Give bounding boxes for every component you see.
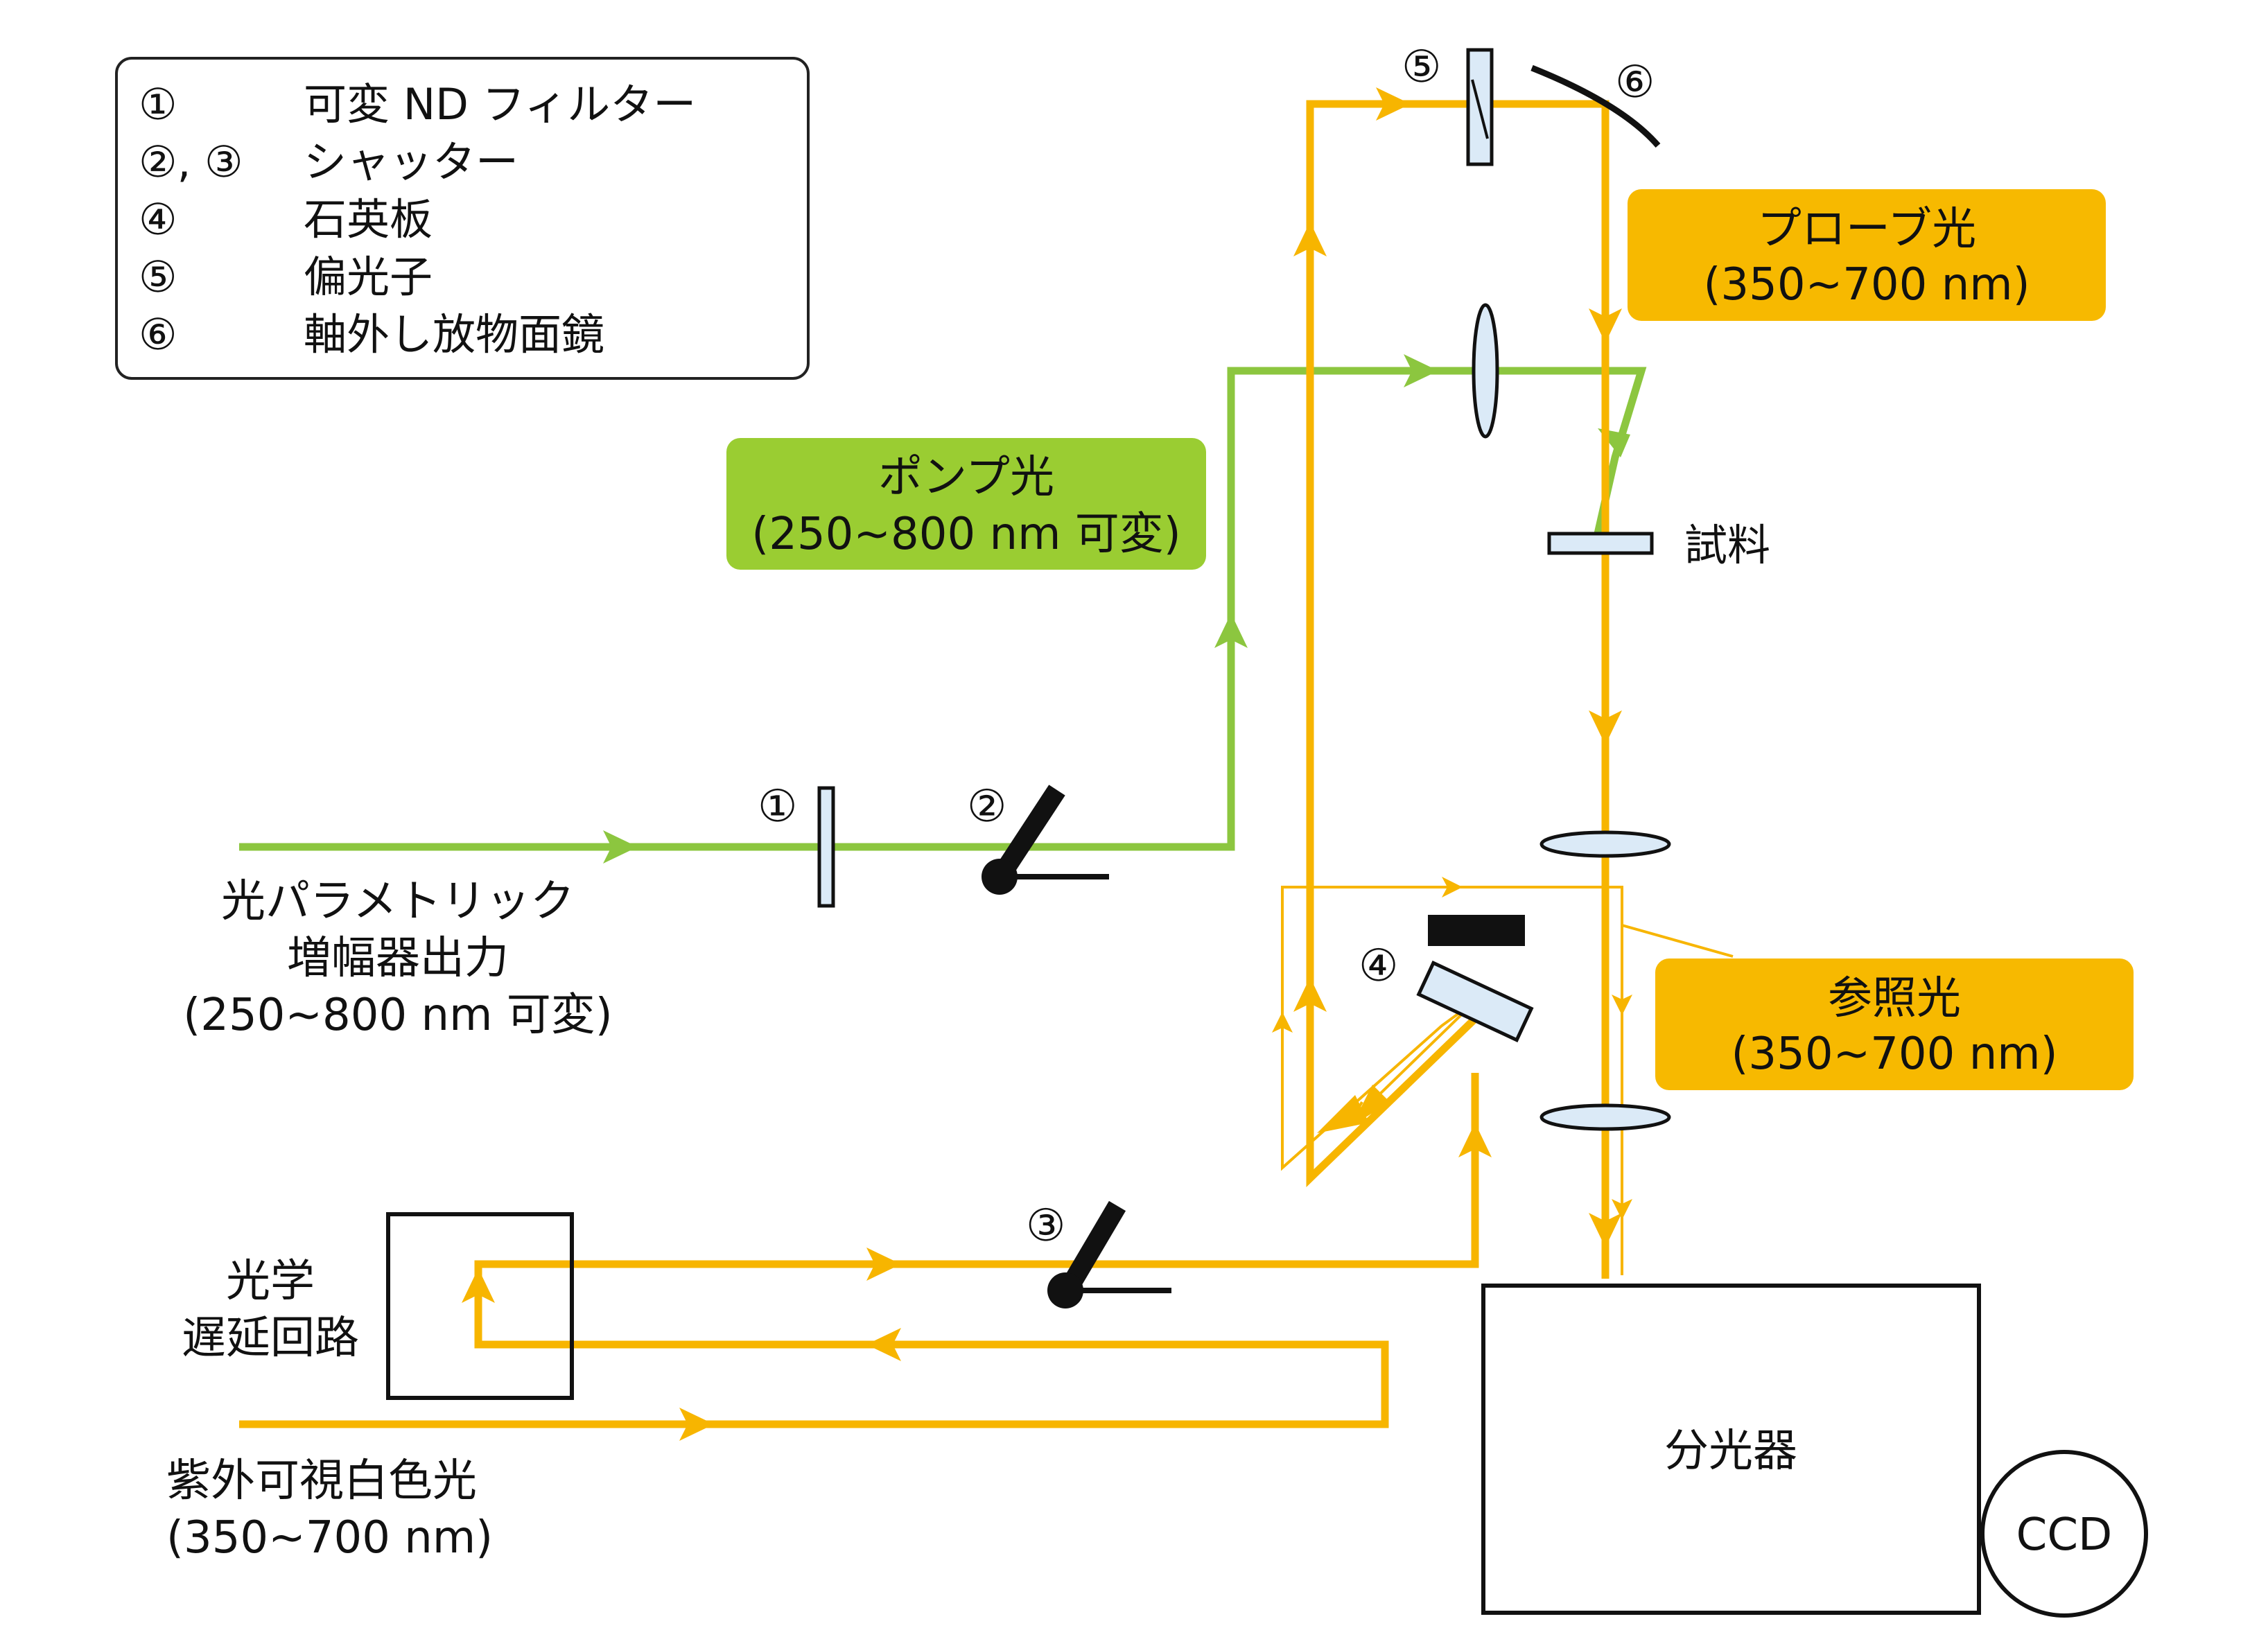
sample-label: 試料 [1684,520,1770,570]
pump-arrows [603,354,1630,864]
up-arrow-lower [1293,977,1327,1012]
legend-num-1: ① [139,79,177,130]
pump-arrow-1 [603,830,638,864]
legend: ① 可変 ND フィルター ②, ③ シャッター ④ 石英板 ⑤ 偏光子 ⑥ 軸… [115,57,810,380]
pump-label-box: ポンプ光 (250~800 nm 可変) [726,438,1206,570]
legend-num-5: ⑥ [139,309,177,360]
delay-arrow-out [866,1328,901,1361]
legend-text-2: シャッター [304,137,518,187]
opa-label-line2: 増幅器出力 [287,933,509,984]
probe-lens-2 [1539,1103,1671,1131]
reference-arrows [1272,877,1632,1220]
ccd-detector [1980,1450,2148,1618]
pump-arrow-2 [1214,613,1248,648]
pump-lens [1472,303,1499,439]
shutter-2 [982,785,1109,895]
reference-label-line1: 参照光 [1828,973,1961,1024]
legend-text-3: 石英板 [304,194,433,245]
probe-label-line2: (350~700 nm) [1703,259,2030,310]
probe-beam [239,100,1610,1428]
beam-block [1428,915,1525,946]
legend-num-3: ④ [139,194,177,245]
shutter-3 [1047,1200,1171,1308]
spectrometer-label: 分光器 [1664,1426,1797,1477]
marker-5: ⑤ [1402,42,1441,93]
marker-6: ⑥ [1615,57,1655,108]
legend-text-4: 偏光子 [304,252,433,302]
opa-label-line3: (250~800 nm 可変) [183,990,612,1041]
to-quartz-arrow [1458,1123,1492,1157]
probe-label-line1: プローブ光 [1757,204,1976,255]
probe-label-box: プローブ光 (350~700 nm) [1628,189,2106,321]
probe-down-arrow-3 [1589,1213,1622,1248]
probe-down-arrow-1 [1589,308,1622,343]
optical-delay-line [386,1212,574,1400]
pump-arrow-3 [1404,354,1438,387]
reference-leader [1621,924,1734,958]
legend-num-2: ②, ③ [139,137,243,187]
white-light-label-line2: (350~700 nm) [166,1512,493,1564]
delay-label-line1: 光学 [226,1256,315,1307]
delay-arrow-up [462,1268,495,1303]
legend-text-1: 可変 ND フィルター [304,79,696,130]
probe-lens-1 [1539,830,1671,858]
probe-down-arrow-2 [1589,710,1622,745]
opa-label-line1: 光パラメトリック [221,876,575,927]
legend-num-4: ⑤ [139,252,177,302]
ccd-label: CCD [2016,1509,2113,1561]
parabolic-mirror [1530,64,1661,148]
pump-label-line2: (250~800 nm 可変) [751,509,1180,560]
marker-2: ② [967,781,1006,832]
delay-label-line2: 遅延回路 [182,1313,359,1364]
white-light-label-line1: 紫外可視白色光 [166,1455,477,1507]
reference-label-box: 参照光 (350~700 nm) [1655,958,2134,1090]
marker-3: ③ [1026,1200,1065,1252]
legend-text-5: 軸外し放物面鏡 [304,309,604,360]
reference-label-line2: (350~700 nm) [1731,1028,2057,1080]
pump-label-line1: ポンプ光 [878,452,1054,503]
marker-1: ① [758,781,797,832]
quartz-plate [1416,961,1534,1042]
white-arrow-in [679,1408,714,1441]
spectrometer [1481,1284,1981,1615]
delay-arrow-right [866,1248,901,1281]
polarizer-arrow [1376,87,1411,121]
sample [1547,532,1654,555]
up-arrow-upper [1293,222,1327,256]
nd-filter [817,786,835,908]
marker-4: ④ [1359,940,1398,992]
polarizer [1466,48,1494,166]
